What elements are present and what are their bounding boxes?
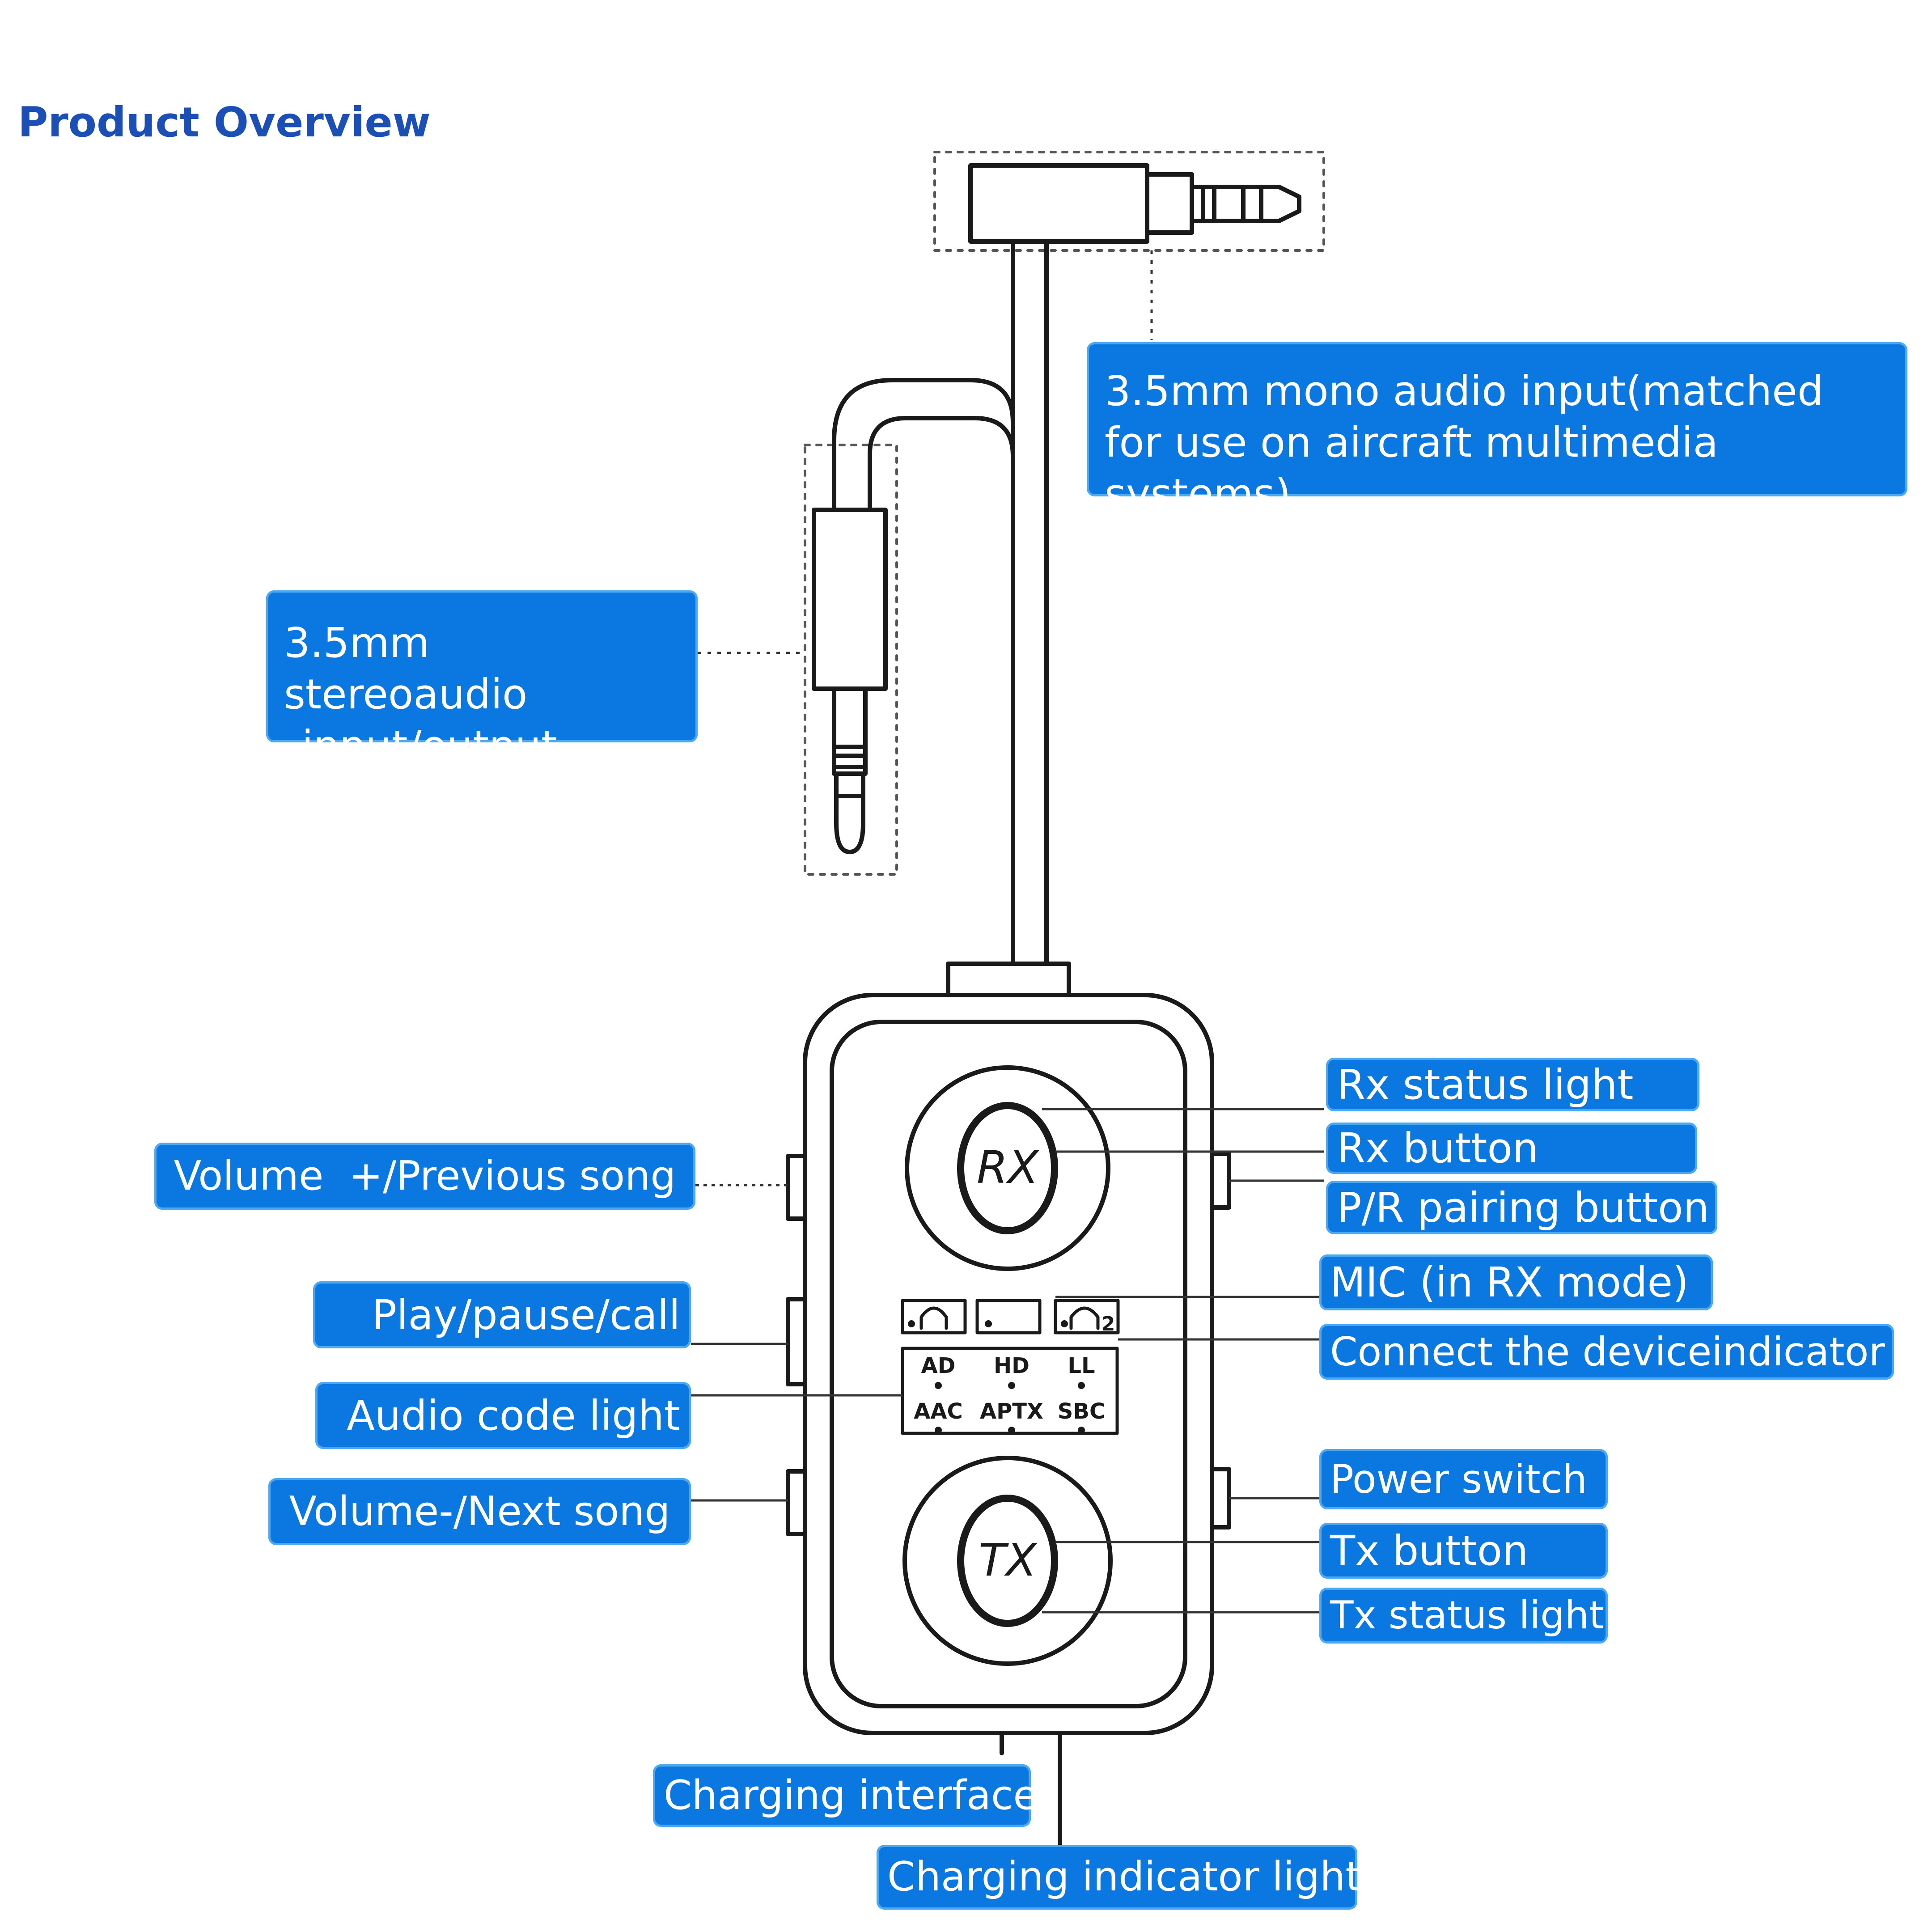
codec-panel	[901, 1347, 1119, 1435]
callout-power-switch-text: Power switch	[1330, 1456, 1587, 1502]
codec-hd: HD	[994, 1353, 1030, 1378]
codec-aptx: APTX	[980, 1399, 1043, 1424]
callout-stereo-io: 3.5mm stereoaudio input/output	[266, 590, 698, 742]
rx-label: RX	[977, 1141, 1039, 1194]
callout-rx-status-light-text: Rx status light	[1337, 1060, 1634, 1109]
stereo-plug	[812, 508, 888, 854]
callout-pr-pairing-button: P/R pairing button	[1326, 1181, 1717, 1234]
branch-cable-inner	[868, 416, 1015, 512]
power-side-switch	[1210, 1467, 1231, 1530]
tx-button-inner	[957, 1495, 1058, 1627]
branch-cable-outer	[832, 378, 1015, 512]
callout-volume-up-text: Volume +/Previous song	[174, 1152, 676, 1199]
callout-power-switch: Power switch	[1319, 1449, 1608, 1509]
callout-charging-indicator-text: Charging indicator light	[887, 1853, 1357, 1901]
callout-stereo-io-line2: input/output	[284, 720, 682, 742]
callout-connect-indicator-text: Connect the deviceindicator	[1330, 1328, 1885, 1375]
callout-charging-interface-text: Charging interface	[664, 1771, 1031, 1819]
callout-tx-status-light-text: Tx status light	[1330, 1593, 1604, 1638]
callout-audio-code-light-text: Audio code light	[347, 1391, 680, 1440]
indicator-icons	[901, 1299, 1120, 1335]
strain-relief	[946, 962, 1071, 997]
callout-rx-button: Rx button	[1326, 1123, 1697, 1174]
callout-volume-down-text: Volume-/Next song	[289, 1487, 670, 1535]
callout-rx-button-text: Rx button	[1337, 1124, 1539, 1172]
codec-aac: AAC	[914, 1399, 963, 1424]
volume-down-side-button	[786, 1469, 807, 1536]
callout-mono-input-text: 3.5mm mono audio input(matched for use o…	[1105, 367, 1824, 496]
callout-connect-indicator: Connect the deviceindicator	[1319, 1324, 1894, 1380]
codec-ad: AD	[921, 1353, 956, 1378]
mono-plug	[968, 163, 1301, 244]
stereo-plug-outline-box	[804, 444, 898, 876]
callout-pr-pairing-button-text: P/R pairing button	[1337, 1183, 1709, 1232]
codec-dots	[908, 1320, 1085, 1434]
callout-play-pause: Play/pause/call	[313, 1281, 691, 1348]
callout-tx-button-text: Tx button	[1330, 1527, 1529, 1575]
callout-tx-button: Tx button	[1319, 1523, 1608, 1579]
rx-button-inner	[957, 1102, 1058, 1234]
callout-leaders	[691, 250, 1324, 1614]
codec-ll: LL	[1068, 1353, 1095, 1378]
volume-up-side-button	[786, 1154, 807, 1221]
play-pause-side-button	[786, 1297, 807, 1386]
callout-charging-interface: Charging interface	[653, 1764, 1031, 1827]
callout-volume-up: Volume +/Previous song	[154, 1143, 695, 1210]
callout-audio-code-light: Audio code light	[315, 1382, 691, 1449]
pairing-side-button	[1210, 1152, 1231, 1210]
callout-tx-status-light: Tx status light	[1319, 1588, 1608, 1644]
callout-mic-text: MIC (in RX mode)	[1330, 1258, 1689, 1306]
callout-mono-input: 3.5mm mono audio input(matched for use o…	[1087, 342, 1907, 496]
callout-volume-down: Volume-/Next song	[268, 1478, 691, 1545]
device-body-inner	[830, 1020, 1187, 1708]
codec-sbc: SBC	[1058, 1399, 1105, 1424]
main-cable	[1011, 239, 1049, 966]
callout-stereo-io-line1: 3.5mm stereoaudio	[284, 619, 528, 718]
callout-mic: MIC (in RX mode)	[1319, 1254, 1713, 1310]
callout-rx-status-light: Rx status light	[1326, 1058, 1699, 1111]
callout-charging-indicator: Charging indicator light	[877, 1845, 1357, 1910]
tx-label: TX	[979, 1534, 1038, 1586]
callout-play-pause-text: Play/pause/call	[372, 1291, 680, 1339]
rx-button-outer	[905, 1065, 1110, 1271]
page-title: Product Overview	[18, 98, 431, 146]
headphone-2-label: 2	[1102, 1313, 1115, 1335]
